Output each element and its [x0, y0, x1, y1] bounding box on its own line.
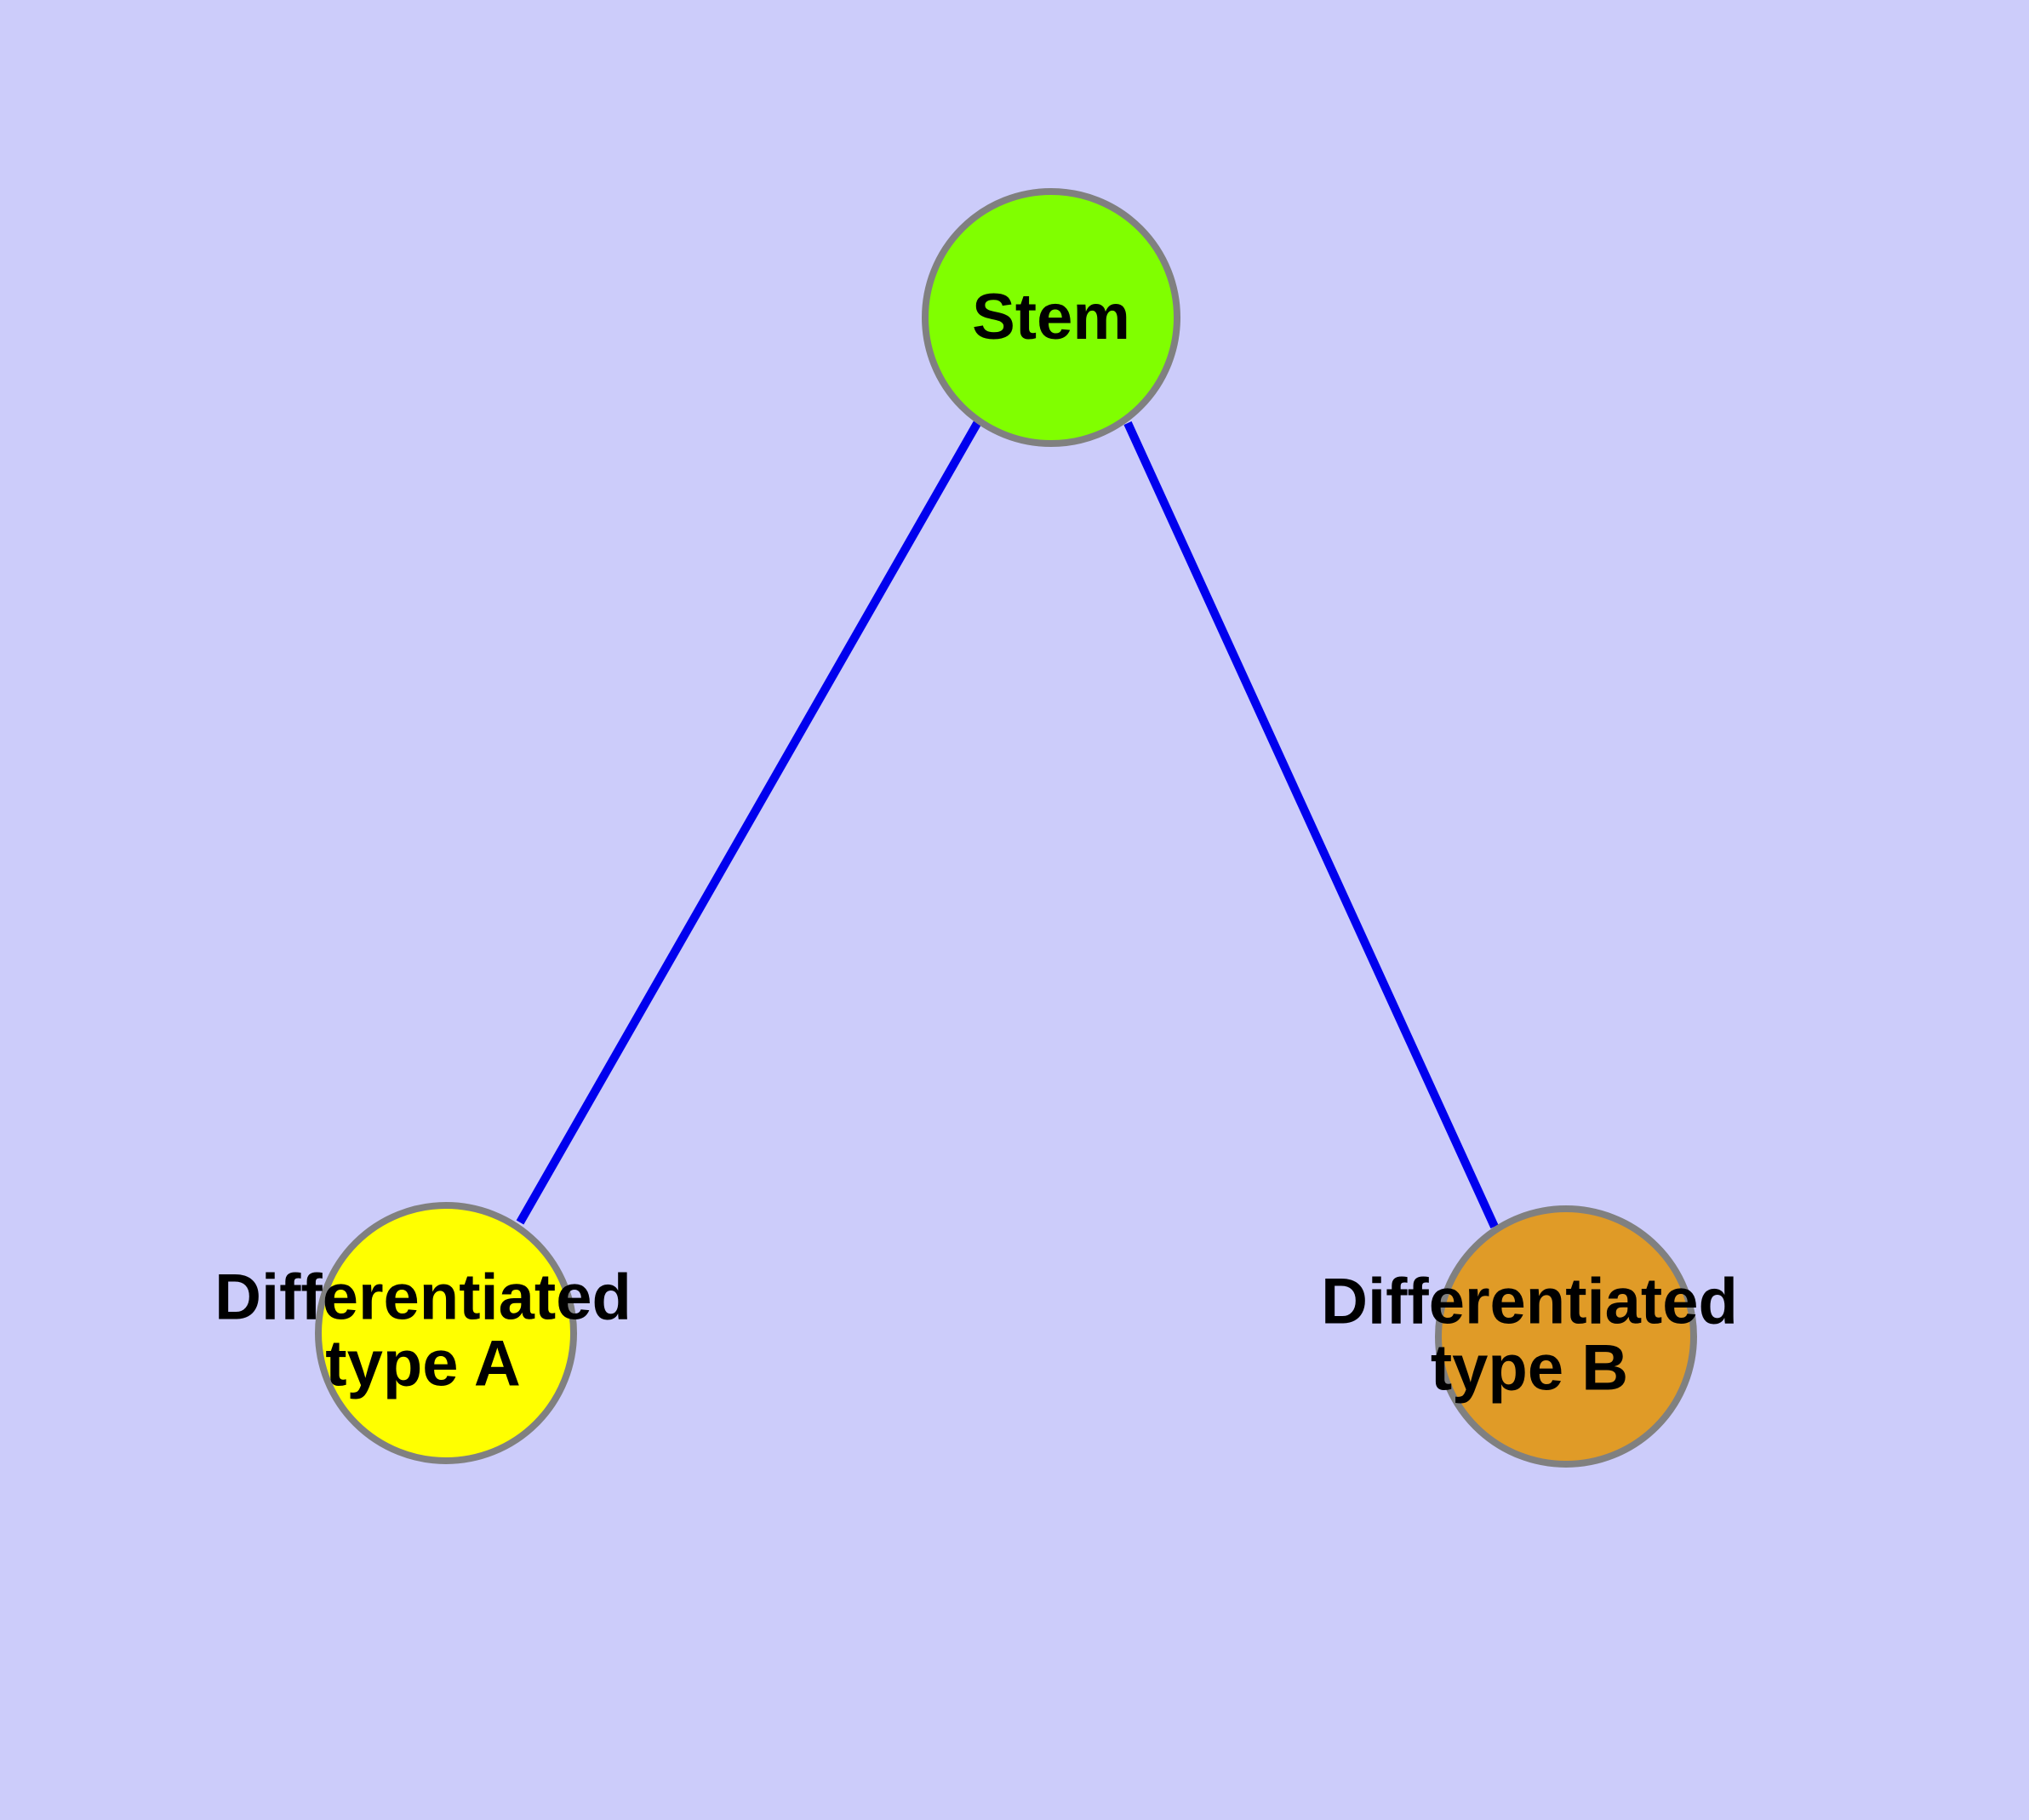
edge-stem-to-differentiated-type-a[interactable]: [516, 418, 983, 1225]
edge-stem-to-differentiated-type-b[interactable]: [1123, 421, 1499, 1229]
edge-layer: [516, 418, 1499, 1229]
node-stem[interactable]: [922, 188, 1180, 447]
node-layer: [315, 188, 1697, 1468]
node-differentiated-type-b[interactable]: [1435, 1205, 1697, 1468]
node-differentiated-type-a[interactable]: [315, 1202, 577, 1464]
